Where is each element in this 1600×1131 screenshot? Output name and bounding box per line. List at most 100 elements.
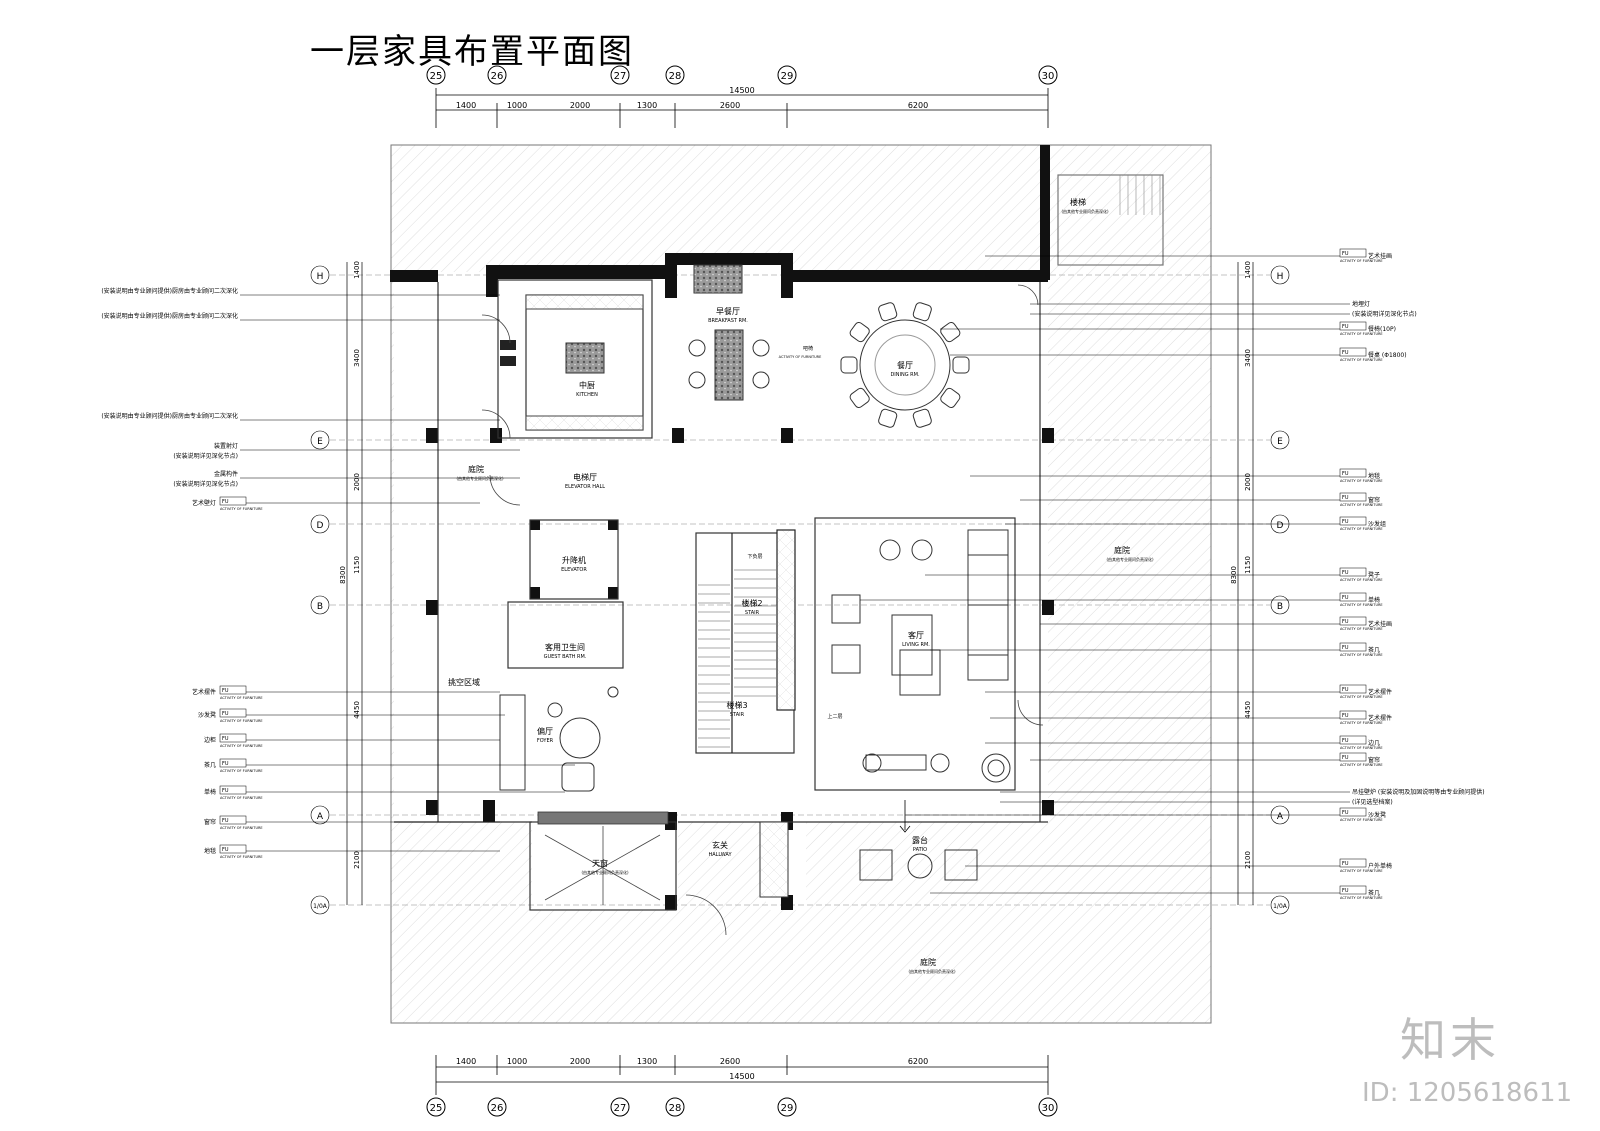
room-label: 客用卫生间	[545, 642, 585, 652]
furniture-tag-code: FU	[1342, 738, 1349, 744]
svg-text:27: 27	[614, 71, 627, 82]
furniture-tag-box	[219, 785, 247, 795]
room-label: 餐厅	[897, 361, 913, 370]
room-label: 庭院	[1114, 545, 1130, 555]
grid-bubble: 29	[777, 1097, 797, 1117]
furniture-tag-sub: ACTIVITY OF FURNITURE	[1340, 627, 1383, 631]
furniture-tag-code: FU	[1342, 495, 1349, 501]
top-dim-3: 2000	[570, 101, 590, 110]
furniture-tag-sub: ACTIVITY OF FURNITURE	[220, 855, 263, 859]
grid-bubble: 27	[610, 1097, 630, 1117]
left-note: (安装说明由专业顾问提供)厨房由专业顾问二次深化	[101, 312, 238, 320]
furniture-tag-box	[1339, 858, 1367, 868]
furniture-tag-box	[219, 708, 247, 718]
furniture-tag-sub: ACTIVITY OF FURNITURE	[1340, 653, 1383, 657]
dining-chair	[840, 356, 858, 374]
furniture-tag-code: FU	[1342, 324, 1349, 330]
room-label-en: ELEVATOR	[561, 567, 587, 573]
kitchen-fixtures	[500, 264, 743, 431]
furniture-tag-sub: ACTIVITY OF FURNITURE	[220, 696, 263, 700]
furniture-tag-box	[219, 733, 247, 743]
furniture-tag-sub: ACTIVITY OF FURNITURE	[1340, 259, 1383, 263]
left-note: 金属构件	[214, 470, 238, 478]
furniture-tag-box	[1339, 248, 1367, 258]
bottom-dimension	[435, 1055, 1049, 1095]
svg-text:E: E	[317, 437, 323, 447]
right-callout-label: 窗帘	[1368, 496, 1380, 504]
furniture-tag-sub: ACTIVITY OF FURNITURE	[220, 769, 263, 773]
dining-chair	[849, 387, 870, 409]
room-label: 电梯厅	[573, 472, 597, 482]
grid-bubble: 1/0A	[1270, 895, 1290, 915]
svg-text:1/0A: 1/0A	[313, 903, 328, 910]
top-dim-6: 6200	[908, 101, 928, 110]
dining-chair	[878, 408, 898, 428]
furniture-tag: FU ACTIVITY OF FURNITURE	[219, 685, 263, 700]
bottom-dim-1: 1400	[456, 1057, 476, 1066]
furniture-tag-box	[219, 685, 247, 695]
right-dim-6: 2100	[1244, 851, 1252, 869]
room-label-en: ELEVATOR HALL	[565, 484, 605, 490]
left-dim-1: 1400	[353, 261, 361, 279]
breakfast-table	[688, 329, 770, 401]
furniture-tag-code: FU	[1342, 810, 1349, 816]
furniture-tag-sub: ACTIVITY OF FURNITURE	[1340, 721, 1383, 725]
furniture-tag-code: FU	[1342, 687, 1349, 693]
svg-text:1/0A: 1/0A	[1273, 903, 1288, 910]
bottom-dim-5: 2600	[720, 1057, 740, 1066]
svg-text:A: A	[1277, 812, 1284, 822]
room-label: 升降机	[562, 555, 586, 565]
room-label: 楼梯2	[741, 598, 762, 608]
living-furniture	[831, 529, 1011, 783]
right-dim-4: 1150	[1244, 556, 1252, 574]
furniture-tag-sub: ACTIVITY OF FURNITURE	[220, 826, 263, 830]
right-callout-label: 地埋灯	[1352, 300, 1370, 308]
dining-chair	[940, 387, 961, 409]
furniture-tag-box	[1339, 592, 1367, 602]
svg-text:26: 26	[491, 1103, 504, 1114]
room-label-en: KITCHEN	[576, 392, 598, 398]
furniture-tag-code: FU	[222, 761, 229, 767]
furniture-tag-box	[1339, 752, 1367, 762]
room-label-en: PATIO	[913, 847, 927, 853]
furniture-tag-sub: ACTIVITY OF FURNITURE	[1340, 763, 1383, 767]
furniture-tag: FU ACTIVITY OF FURNITURE	[219, 758, 263, 773]
furniture-tag-sub: ACTIVITY OF FURNITURE	[220, 719, 263, 723]
furniture-tag-sub: ACTIVITY OF FURNITURE	[1340, 332, 1383, 336]
furniture-tag-sub: ACTIVITY OF FURNITURE	[1340, 503, 1383, 507]
svg-text:25: 25	[430, 1103, 443, 1114]
room-label-en: DINING RM.	[890, 372, 920, 378]
furniture-tag-code: FU	[1342, 713, 1349, 719]
furniture-note: ACTIVITY OF FURNITURE	[779, 355, 822, 359]
grid-bubble: 1/0A	[310, 895, 330, 915]
foyer-furniture	[499, 686, 619, 792]
right-callout-label: (详见选型档案)	[1352, 798, 1393, 806]
furniture-tag-sub: ACTIVITY OF FURNITURE	[1340, 896, 1383, 900]
right-callout-label: 窗帘	[1368, 756, 1380, 764]
grid-bubble: 25	[426, 65, 446, 85]
stair-walls	[731, 529, 796, 753]
grid-bubble: B	[310, 595, 330, 615]
svg-text:D: D	[1277, 521, 1284, 531]
grid-bubble: E	[310, 430, 330, 450]
right-callout-label: 凳子	[1368, 571, 1380, 579]
svg-text:H: H	[317, 272, 324, 282]
dining-chairs	[840, 302, 970, 428]
room-label-en: HALLWAY	[708, 852, 732, 858]
furniture-tag-code: FU	[222, 688, 229, 694]
furniture-tag-box	[1339, 684, 1367, 694]
grid-bubble: 28	[665, 1097, 685, 1117]
room-label-en: STAIR	[730, 712, 745, 718]
svg-text:29: 29	[781, 71, 794, 82]
furniture-tag-box	[1339, 885, 1367, 895]
right-callout-label: 艺术摆件	[1368, 688, 1392, 696]
left-note: 装置射灯	[214, 442, 238, 450]
dining-chair	[952, 356, 970, 374]
left-tag-label: 地毯	[204, 847, 216, 855]
furniture-tag-box	[219, 758, 247, 768]
